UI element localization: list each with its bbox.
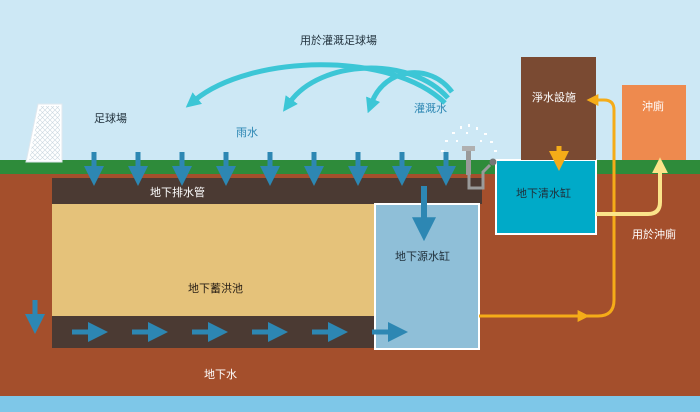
label-storage-pond: 地下蓄洪池	[188, 281, 243, 295]
storage-pond	[52, 204, 377, 316]
label-football-field: 足球場	[94, 111, 127, 125]
toilet-building	[622, 85, 686, 160]
yellow-pipe	[596, 157, 668, 216]
irrigation-arc-2	[283, 65, 450, 112]
label-clean-tank: 地下清水缸	[516, 186, 571, 200]
label-flush-use: 用於沖廁	[632, 227, 676, 241]
label-groundwater: 地下水	[204, 368, 237, 381]
clean-tank	[495, 159, 597, 235]
label-toilet: 沖廁	[642, 99, 664, 113]
rain-arrows	[84, 152, 456, 186]
label-rain: 雨水	[236, 126, 258, 139]
source-tank	[374, 203, 480, 350]
irrigation-arc-1	[185, 62, 447, 108]
label-irrigation-water: 灌溉水	[414, 102, 447, 115]
groundwater-band	[0, 396, 700, 412]
label-drainage-pipe: 地下排水管	[150, 185, 205, 199]
label-source-tank: 地下源水缸	[395, 249, 450, 263]
label-irrigation-top: 用於灌溉足球場	[300, 33, 377, 47]
label-purification: 淨水設施	[532, 90, 576, 104]
sprinkler-icon	[441, 124, 497, 190]
irrigation-arc-3	[366, 70, 455, 114]
purification-facility	[521, 57, 596, 160]
drainage-layer	[52, 178, 482, 204]
